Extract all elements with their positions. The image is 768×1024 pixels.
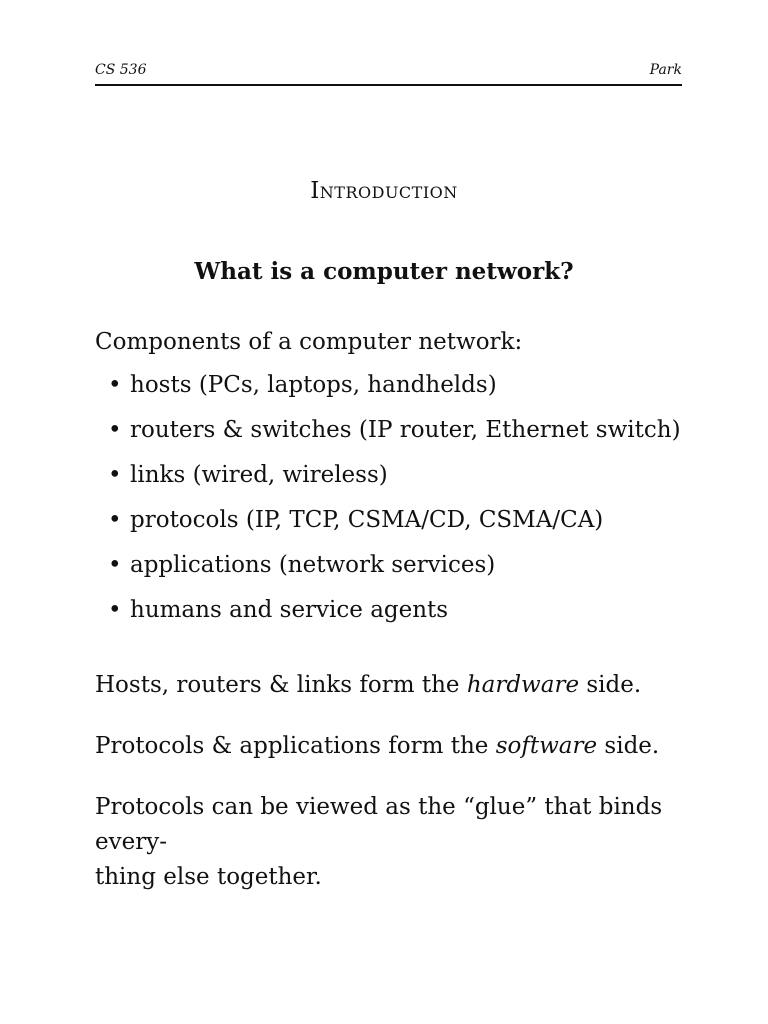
glue-paragraph: Protocols can be viewed as the “glue” th…	[95, 790, 685, 895]
hardware-text-after: side.	[579, 672, 642, 698]
bullet-icon: •	[108, 417, 122, 443]
list-item: • humans and service agents	[108, 597, 681, 642]
components-list: • hosts (PCs, laptops, handhelds) • router…	[108, 372, 681, 642]
software-text-after: side.	[597, 733, 660, 759]
list-item: • routers & switches (IP router, Ethernet…	[108, 417, 681, 462]
bullet-icon: •	[108, 552, 122, 578]
course-code: CS 536	[95, 62, 147, 78]
header-rule	[95, 84, 682, 86]
list-item: • protocols (IP, TCP, CSMA/CD, CSMA/CA)	[108, 507, 681, 552]
components-intro: Components of a computer network:	[95, 329, 523, 355]
author-name: Park	[649, 62, 682, 78]
slide-question: What is a computer network?	[194, 258, 574, 285]
bullet-icon: •	[108, 372, 122, 398]
hardware-emphasis: hardware	[466, 672, 580, 698]
bullet-icon: •	[108, 597, 122, 623]
list-item-text: links (wired, wireless)	[130, 462, 388, 488]
glue-line-2: thing else together.	[95, 864, 322, 890]
bullet-icon: •	[108, 507, 122, 533]
software-emphasis: software	[495, 733, 598, 759]
software-paragraph: Protocols & applications form the softwa…	[95, 729, 685, 764]
list-item-text: protocols (IP, TCP, CSMA/CD, CSMA/CA)	[130, 507, 604, 533]
running-header: CS 536 Park	[95, 62, 682, 82]
bullet-icon: •	[108, 462, 122, 488]
list-item-text: routers & switches (IP router, Ethernet …	[130, 417, 681, 443]
list-item: • hosts (PCs, laptops, handhelds)	[108, 372, 681, 417]
list-item-text: hosts (PCs, laptops, handhelds)	[130, 372, 497, 398]
glue-line-1: Protocols can be viewed as the “glue” th…	[95, 794, 663, 855]
hardware-text-before: Hosts, routers & links form the	[95, 672, 467, 698]
list-item: • applications (network services)	[108, 552, 681, 597]
software-text-before: Protocols & applications form the	[95, 733, 496, 759]
list-item-text: humans and service agents	[130, 597, 449, 623]
hardware-paragraph: Hosts, routers & links form the hardware…	[95, 668, 685, 703]
section-title: Introduction	[310, 178, 458, 204]
list-item-text: applications (network services)	[130, 552, 496, 578]
list-item: • links (wired, wireless)	[108, 462, 681, 507]
